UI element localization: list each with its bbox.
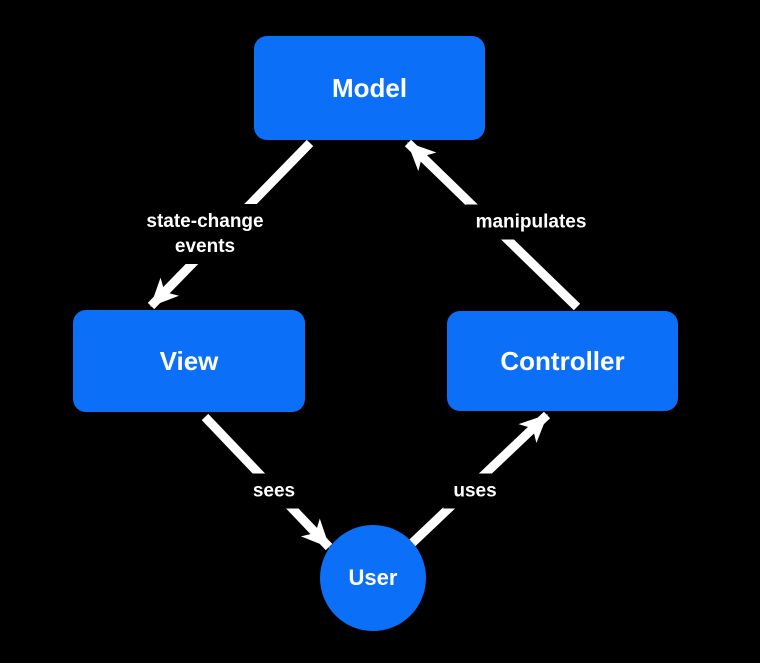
node-model: Model xyxy=(254,36,485,140)
edge-label-line1: state-change xyxy=(146,211,264,232)
node-user-label: User xyxy=(348,565,398,590)
edge-label-manipulates: manipulates xyxy=(465,204,597,240)
node-view-label: View xyxy=(159,345,219,376)
node-controller-label: Controller xyxy=(500,345,625,376)
edge-label-uses: uses xyxy=(443,473,507,509)
edge-label-sees: sees xyxy=(242,473,306,509)
node-view: View xyxy=(73,310,305,412)
node-user: User xyxy=(320,525,426,631)
edge-label-line2: events xyxy=(174,236,236,257)
edge-label-state-change-events: state-change events xyxy=(136,204,274,264)
node-controller: Controller xyxy=(447,311,678,411)
node-model-label: Model xyxy=(331,72,408,103)
